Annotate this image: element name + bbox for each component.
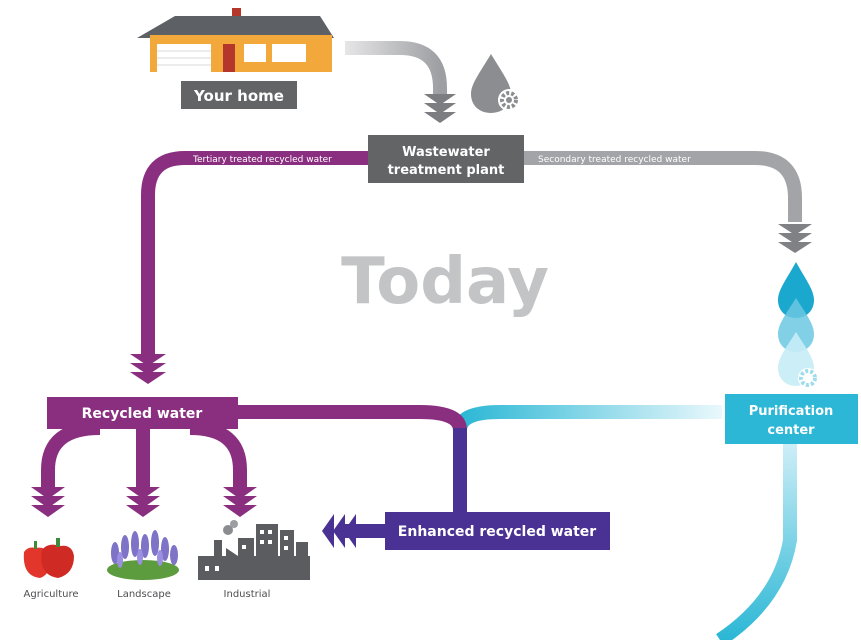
recycled-water-label: Recycled water (82, 406, 203, 422)
secondary-flow-pipe (524, 151, 802, 222)
purification-down-flow (716, 444, 797, 640)
diagram-title: Today (341, 245, 549, 319)
treatment-plant-box (368, 135, 524, 183)
use-label-landscape: Landscape (117, 589, 171, 600)
tertiary-flow-pipe (141, 151, 372, 355)
tertiary-down-chevrons (130, 354, 166, 384)
factory-icon (198, 520, 310, 580)
home-to-plant-flow (345, 41, 447, 95)
lavender-icon (107, 530, 179, 580)
purification-center-label-line1: Purification (749, 404, 834, 419)
peppers-icon (23, 538, 74, 578)
drops-gear-icon (778, 262, 818, 388)
enhanced-left-chevrons (322, 514, 356, 548)
enhanced-recycled-water-box (385, 512, 610, 550)
home-down-chevrons (424, 94, 456, 123)
enhanced-recycled-water-label: Enhanced recycled water (398, 524, 596, 540)
home-label-box (181, 81, 297, 109)
secondary-down-chevrons (778, 224, 812, 253)
treatment-plant-label-line2: treatment plant (388, 163, 505, 178)
branch-industrial (189, 421, 247, 488)
use-label-agriculture: Agriculture (24, 589, 79, 600)
water-drop-gear-icon (471, 54, 520, 113)
recycled-to-junction-pipe (238, 405, 467, 431)
purification-center-box (725, 394, 858, 444)
house-icon (137, 8, 334, 72)
home-label: Your home (193, 87, 284, 105)
branch-chevrons (31, 487, 257, 517)
purification-to-junction-flow (453, 405, 722, 431)
tertiary-flow-label: Tertiary treated recycled water (192, 155, 332, 165)
secondary-flow-label: Secondary treated recycled water (538, 155, 691, 165)
branch-agriculture (41, 421, 101, 488)
purification-center-label-line2: center (767, 423, 815, 438)
use-label-industrial: Industrial (224, 589, 271, 600)
treatment-plant-label-line1: Wastewater (402, 145, 490, 160)
